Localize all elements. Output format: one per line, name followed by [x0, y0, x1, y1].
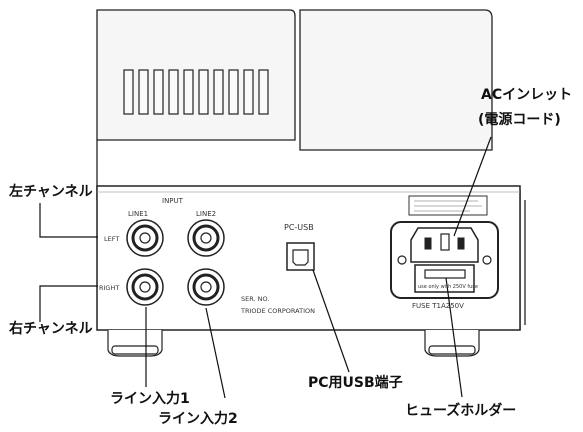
feet [107, 330, 480, 357]
ser-no-print: SER. NO. [241, 295, 269, 303]
spec-plate [408, 195, 488, 216]
ac-inlet [390, 221, 499, 299]
rca-jack-line1-right [126, 268, 164, 306]
fuse-holder-label: ヒューズホルダー [405, 403, 517, 419]
line1-print: LINE1 [128, 210, 148, 218]
rca-jack-line1-left [126, 219, 164, 257]
rca-jack-line2-right [187, 268, 225, 306]
fuse-note-print: use only with 250V fuse [418, 284, 478, 290]
line2-print: LINE2 [196, 210, 216, 218]
transformer-cover-right [299, 9, 493, 151]
leader-lines [39, 136, 492, 399]
left-print: LEFT [104, 235, 119, 243]
pc-usb-print: PC-USB [284, 223, 314, 232]
rca-jack-line2-left [187, 219, 225, 257]
input-print: INPUT [162, 197, 184, 205]
ac-inlet-label: ACインレット [481, 87, 573, 103]
right-print: RIGHT [99, 284, 119, 292]
corporation-print: TRIODE CORPORATION [240, 307, 315, 315]
pc-usb-port-label: PC用USB端子 [308, 375, 403, 391]
usb-b-port [286, 242, 315, 271]
fuse-rating-print: FUSE T1A250V [412, 302, 464, 310]
power-cord-label: (電源コード) [478, 112, 561, 128]
left-channel-label: 左チャンネル [9, 184, 93, 200]
line-input-1-label: ライン入力1 [110, 391, 190, 407]
line-input-2-label: ライン入力2 [158, 411, 238, 427]
right-channel-label: 右チャンネル [9, 321, 93, 337]
vent-slots [123, 69, 269, 115]
